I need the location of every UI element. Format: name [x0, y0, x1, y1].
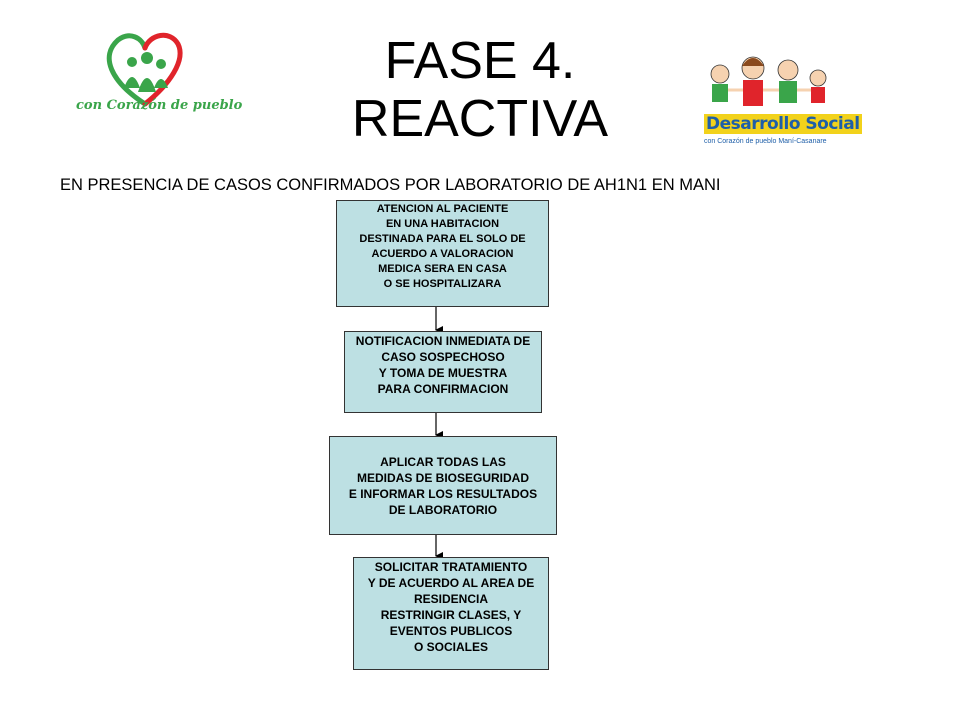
flow-step-patient-care: ATENCION AL PACIENTE EN UNA HABITACION D… — [336, 200, 549, 307]
step-line: SOLICITAR TRATAMIENTO — [374, 560, 528, 574]
step-line: DESTINADA PARA EL SOLO DE — [359, 233, 526, 245]
left-logo-text: con Corazón de pueblo — [76, 98, 243, 113]
title-line-2: REACTIVA — [351, 90, 609, 148]
step-line: Y TOMA DE MUESTRA — [378, 366, 508, 380]
step-line: ACUERDO A VALORACION — [371, 248, 514, 260]
slide-subtitle: EN PRESENCIA DE CASOS CONFIRMADOS POR LA… — [60, 176, 721, 194]
step-line: NOTIFICACION INMEDIATA DE — [355, 334, 531, 348]
step-line: E INFORMAR LOS RESULTADOS — [348, 487, 538, 501]
right-logo-caption: con Corazón de pueblo Maní-Casanare — [704, 138, 827, 145]
step-line: O SE HOSPITALIZARA — [383, 278, 502, 290]
step-line: EN UNA HABITACION — [385, 218, 500, 230]
step-line: RESIDENCIA — [413, 592, 488, 606]
step-line: CASO SOSPECHOSO — [381, 350, 505, 364]
flow-step-treatment: SOLICITAR TRATAMIENTO Y DE ACUERDO AL AR… — [353, 557, 549, 670]
step-line: O SOCIALES — [413, 640, 488, 654]
heart-icon — [106, 32, 183, 107]
step-line: RESTRINGIR CLASES, Y — [380, 608, 522, 622]
step-line: PARA CONFIRMACION — [377, 382, 509, 396]
step-line: APLICAR TODAS LAS — [380, 455, 506, 469]
children-holding-hands-logo: Desarrollo Social con Corazón de pueblo … — [698, 44, 862, 152]
flow-step-notification: NOTIFICACION INMEDIATA DE CASO SOSPECHOS… — [344, 331, 542, 413]
right-logo-text: Desarrollo Social — [704, 114, 862, 134]
children-icon — [710, 56, 827, 106]
title-line-1: FASE 4. — [384, 32, 576, 90]
slide-title: FASE 4. REACTIVA — [300, 32, 660, 148]
step-line: Y DE ACUERDO AL AREA DE — [367, 576, 535, 590]
step-line: MEDIDAS DE BIOSEGURIDAD — [356, 471, 529, 485]
flow-step-biosecurity: APLICAR TODAS LAS MEDIDAS DE BIOSEGURIDA… — [329, 436, 557, 535]
heart-family-logo: con Corazón de pueblo — [70, 26, 242, 126]
step-line: EVENTOS PUBLICOS — [389, 624, 513, 638]
step-line: MEDICA SERA EN CASA — [378, 263, 507, 275]
step-line: DE LABORATORIO — [388, 503, 498, 517]
step-line: ATENCION AL PACIENTE — [376, 203, 509, 215]
